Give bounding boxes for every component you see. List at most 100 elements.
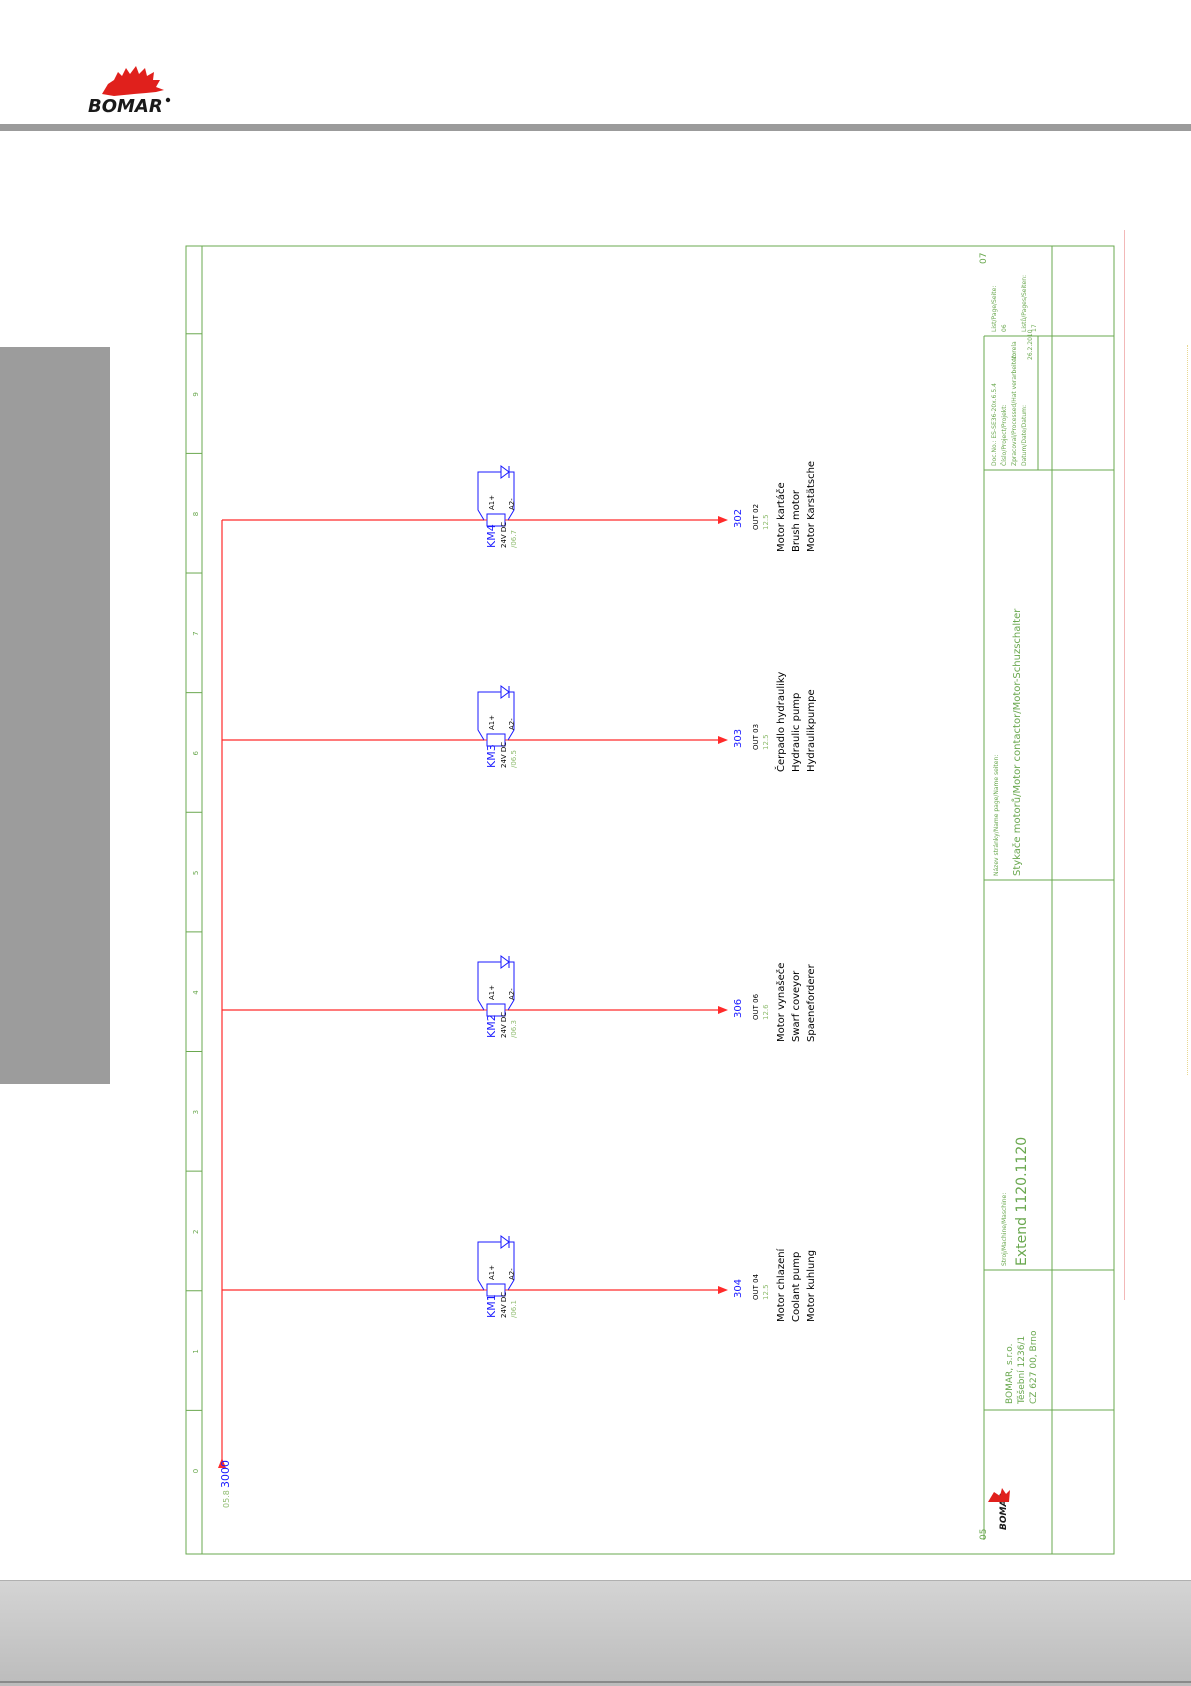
diode-loop [477, 471, 515, 521]
margin-line [1124, 230, 1125, 1300]
pin-label-a1: A1+ [488, 1265, 496, 1280]
processed-by: Vorela [1011, 341, 1018, 360]
function-description: Hydraulikpumpe [806, 689, 817, 772]
contactor-ref: /06.5 [510, 750, 518, 768]
pin-label-a1: A1+ [488, 495, 496, 510]
function-description: Hydraulic pump [791, 693, 802, 772]
column-number: 9 [192, 392, 200, 396]
column-number: 0 [192, 1469, 200, 1473]
logo-wordmark: BOMAR [88, 96, 163, 117]
footer-line [0, 1681, 1191, 1683]
supply-arrow [218, 1458, 226, 1468]
output-label: OUT 04 [752, 1273, 760, 1300]
contactor-ref: /06.1 [510, 1300, 518, 1318]
pages-count: 17 [1031, 324, 1038, 332]
pin-label-a2: A2- [508, 1268, 516, 1280]
function-description: Spaeneforderer [806, 963, 817, 1042]
column-number: 1 [192, 1349, 200, 1353]
function-description: Motor kuhlung [806, 1250, 817, 1322]
column-number: 3 [192, 1110, 200, 1114]
pages-label: Listů/Pages/Seiten: [1021, 275, 1028, 332]
diode-loop [477, 1241, 515, 1291]
diode-symbol [500, 685, 510, 699]
diode-symbol [500, 465, 510, 479]
company-logo-text: BOMAR [999, 1493, 1009, 1530]
wire-number: 306 [733, 999, 744, 1018]
machine-label: Stroj/Machine/Maschine: [1001, 1193, 1008, 1266]
diode-symbol [500, 955, 510, 969]
processed-label: Zpracoval/Processed/Hat verarbeitet: [1011, 354, 1018, 466]
output-label: OUT 02 [752, 504, 760, 530]
function-description: Čerpadlo hydrauliky [774, 672, 787, 772]
output-label: OUT 03 [752, 724, 760, 750]
wire-number: 303 [733, 729, 744, 748]
sheet-frame [185, 245, 1115, 1555]
header-divider [0, 124, 1191, 131]
dinosaur-logo-icon [102, 66, 171, 103]
output-ref: 12.5 [762, 1284, 770, 1300]
diode-loop [477, 961, 515, 1011]
function-description: Motor kartáče [775, 482, 787, 552]
side-tab [0, 347, 110, 1084]
pin-label-a2: A2- [508, 718, 516, 730]
diode-symbol [500, 1235, 510, 1249]
margin-dotted-line [1187, 345, 1189, 1075]
output-arrow [718, 1006, 728, 1014]
next-page-number: 07 [979, 253, 989, 264]
contactor-tag: KM3 [485, 744, 498, 768]
function-description: Motor Karstätsche [806, 461, 817, 552]
page-name: Stykače motorů/Motor contactor/Motor-Sch… [1011, 608, 1023, 876]
pin-label-a1: A1+ [488, 985, 496, 1000]
column-number: 4 [192, 990, 200, 995]
company-address-line: CZ 627 00, Brno [1029, 1330, 1039, 1404]
function-description: Brush motor [791, 489, 802, 552]
project-label: Číslo/Project/Projekt: [1001, 404, 1008, 466]
output-arrow [718, 1286, 728, 1294]
output-label: OUT 06 [752, 993, 760, 1020]
output-ref: 12.5 [762, 514, 770, 530]
page-number: 06 [1001, 324, 1008, 332]
date-value: 26.2.2010 [1027, 329, 1034, 360]
contactor-voltage: 24V DC [500, 522, 508, 548]
contactor-voltage: 24V DC [500, 1012, 508, 1038]
output-arrow [718, 736, 728, 744]
machine-name: Extend 1120.1120 [1014, 1137, 1030, 1266]
document-number: Doc.No.: ES-SE36-20x.6.5.4 [991, 383, 998, 466]
date-label: Datum/Date/Datum: [1021, 405, 1028, 466]
dinosaur-logo-shape [102, 66, 164, 96]
contactor-tag: KM1 [485, 1294, 498, 1318]
bomar-logo: BOMAR [84, 60, 184, 120]
function-description: Swarf coveyor [791, 970, 802, 1042]
output-arrow [718, 516, 728, 524]
footer-band [0, 1580, 1191, 1686]
function-description: Motor vynašeče [775, 963, 787, 1042]
pin-label-a1: A1+ [488, 715, 496, 730]
function-description: Coolant pump [791, 1252, 802, 1322]
company-address-line: BOMAR, s.r.o. [1005, 1344, 1015, 1405]
diode-loop [477, 691, 515, 741]
company-logo-icon [988, 1488, 1010, 1502]
contactor-ref: /06.3 [510, 1020, 518, 1038]
column-number: 5 [192, 871, 200, 875]
wire-number: 304 [733, 1279, 744, 1298]
page-name-label: Název stránky/Name page/Name seiten: [993, 755, 1000, 876]
output-ref: 12.6 [762, 1004, 770, 1020]
pin-label-a2: A2- [508, 988, 516, 1000]
wire-number: 302 [733, 509, 744, 528]
column-number: 7 [192, 631, 200, 635]
company-address-line: Těšební 1236/1 [1016, 1336, 1027, 1405]
contactor-tag: KM4 [485, 524, 498, 548]
page-label: List/Page/Seite: [991, 286, 998, 332]
output-ref: 12.5 [762, 734, 770, 750]
contactor-ref: /06.7 [510, 530, 518, 548]
pin-label-a2: A2- [508, 498, 516, 510]
column-number: 8 [192, 512, 200, 516]
contactor-voltage: 24V DC [500, 1292, 508, 1318]
function-description: Motor chlazení [775, 1247, 787, 1322]
